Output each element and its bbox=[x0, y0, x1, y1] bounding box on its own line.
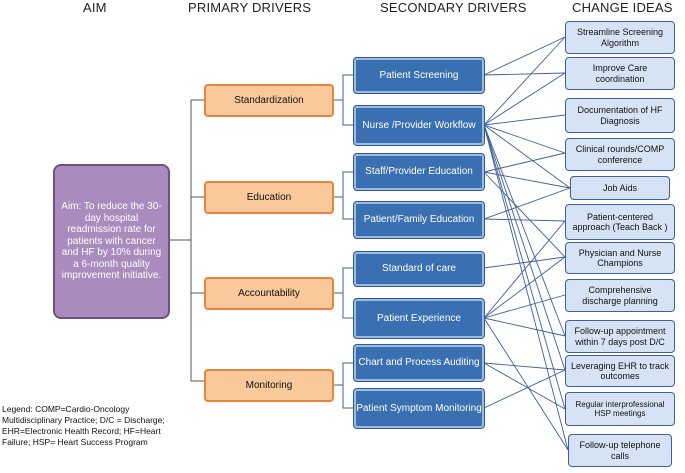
change-idea-label: Follow-up telephone calls bbox=[579, 440, 661, 461]
bracket-line bbox=[342, 385, 354, 409]
bracket-line bbox=[334, 362, 354, 386]
link-line bbox=[483, 152, 566, 173]
bracket-line bbox=[334, 74, 354, 101]
change-idea-streamline-screening: Streamline Screening Algorithm bbox=[565, 21, 675, 54]
link-line bbox=[483, 124, 566, 154]
change-idea-label: Follow-up appointment within 7 days post… bbox=[574, 326, 666, 347]
secondary-driver-patient-screening: Patient Screening bbox=[354, 58, 484, 93]
header-primary-drivers: PRIMARY DRIVERS bbox=[188, 0, 312, 15]
link-line bbox=[483, 220, 566, 319]
secondary-driver-label: Staff/Provider Education bbox=[365, 166, 473, 178]
change-idea-physician-nurse-champions: Physician and Nurse Champions bbox=[565, 242, 675, 274]
change-idea-follow-up-telephone: Follow-up telephone calls bbox=[568, 434, 672, 467]
link-line bbox=[483, 362, 566, 410]
primary-driver-accountability: Accountability bbox=[204, 277, 334, 310]
primary-secondary-brackets bbox=[334, 74, 354, 409]
change-idea-label: Documentation of HF Diagnosis bbox=[577, 105, 663, 126]
aim-box: Aim: To reduce the 30-day hospital readm… bbox=[53, 164, 170, 319]
link-line bbox=[483, 294, 566, 319]
secondary-driver-patient-symptom-monitoring: Patient Symptom Monitoring bbox=[354, 389, 484, 428]
secondary-driver-standard-of-care: Standard of care bbox=[354, 252, 484, 286]
change-idea-job-aids: Job Aids bbox=[570, 176, 670, 200]
secondary-driver-label: Patient/Family Education bbox=[363, 214, 475, 226]
header-aim: AIM bbox=[83, 0, 107, 15]
link-line bbox=[483, 187, 571, 220]
change-idea-label: Regular interprofessional HSP meetings bbox=[575, 399, 665, 418]
secondary-driver-label: Patient Screening bbox=[379, 69, 459, 81]
change-idea-label: Comprehensive discharge planning bbox=[582, 285, 658, 306]
primary-driver-standardization: Standardization bbox=[204, 84, 334, 117]
change-idea-leveraging-ehr: Leveraging EHR to track outcomes bbox=[565, 355, 675, 387]
change-idea-clinical-rounds: Clinical rounds/COMP conference bbox=[565, 138, 675, 171]
link-line bbox=[483, 256, 566, 319]
link-line bbox=[483, 72, 566, 126]
secondary-driver-label: Standard of care bbox=[382, 263, 456, 275]
link-line bbox=[483, 36, 566, 76]
change-idea-follow-up-appointment: Follow-up appointment within 7 days post… bbox=[565, 320, 675, 353]
secondary-change-links bbox=[483, 36, 571, 451]
aim-primary-tree bbox=[170, 99, 204, 382]
link-line bbox=[483, 124, 566, 337]
bracket-line bbox=[334, 267, 354, 294]
secondary-driver-patient-experience: Patient Experience bbox=[354, 299, 484, 338]
change-idea-regular-hsp-meetings: Regular interprofessional HSP meetings bbox=[565, 392, 675, 426]
secondary-driver-patient-family-education: Patient/Family Education bbox=[354, 202, 484, 238]
secondary-driver-staff-provider-education: Staff/Provider Education bbox=[354, 154, 484, 190]
bracket-line bbox=[334, 171, 354, 198]
change-idea-label: Clinical rounds/COMP conference bbox=[575, 144, 665, 165]
link-line bbox=[483, 317, 569, 451]
link-line bbox=[483, 124, 569, 451]
primary-driver-label: Standardization bbox=[234, 94, 304, 106]
bracket-line bbox=[342, 293, 354, 319]
legend: Legend: COMP=Cardio-Oncology Multidiscip… bbox=[2, 404, 165, 448]
aim-text: Aim: To reduce the 30-day hospital readm… bbox=[61, 201, 162, 282]
change-idea-patient-centered-approach: Patient-centered approach (Teach Back ) bbox=[565, 204, 675, 240]
primary-driver-label: Monitoring bbox=[245, 379, 293, 391]
header-secondary-drivers: SECONDARY DRIVERS bbox=[380, 0, 527, 15]
primary-driver-education: Education bbox=[204, 181, 334, 214]
link-line bbox=[483, 171, 566, 258]
link-line bbox=[483, 369, 566, 409]
link-line bbox=[483, 256, 566, 269]
secondary-driver-label: Nurse /Provider Workflow bbox=[362, 119, 476, 131]
change-idea-documentation-hf: Documentation of HF Diagnosis bbox=[565, 98, 675, 133]
link-line bbox=[483, 72, 566, 76]
link-line bbox=[483, 171, 571, 189]
secondary-driver-nurse-provider-workflow: Nurse /Provider Workflow bbox=[354, 106, 484, 145]
primary-driver-label: Education bbox=[246, 191, 292, 203]
link-line bbox=[483, 124, 571, 189]
link-line bbox=[483, 36, 566, 126]
change-idea-label: Leveraging EHR to track outcomes bbox=[570, 360, 670, 381]
secondary-driver-label: Patient Experience bbox=[377, 312, 461, 324]
change-idea-improve-care-coordination: Improve Care coordination bbox=[565, 57, 675, 90]
link-line bbox=[483, 218, 566, 222]
change-idea-label: Streamline Screening Algorithm bbox=[576, 27, 664, 48]
link-line bbox=[483, 124, 566, 371]
link-line bbox=[483, 317, 566, 337]
change-idea-label: Patient-centered approach (Teach Back ) bbox=[572, 211, 668, 232]
change-idea-label: Job Aids bbox=[602, 182, 638, 193]
bracket-line bbox=[342, 100, 354, 126]
change-idea-comprehensive-discharge: Comprehensive discharge planning bbox=[565, 279, 675, 312]
change-idea-label: Improve Care coordination bbox=[592, 63, 648, 84]
primary-driver-label: Accountability bbox=[238, 287, 300, 299]
primary-driver-monitoring: Monitoring bbox=[204, 369, 334, 402]
bracket-line bbox=[342, 197, 354, 220]
link-line bbox=[483, 362, 566, 371]
secondary-driver-label: Patient Symptom Monitoring bbox=[356, 402, 482, 414]
header-change-ideas: CHANGE IDEAS bbox=[572, 0, 673, 15]
link-line bbox=[483, 124, 566, 410]
link-line bbox=[483, 114, 566, 126]
change-idea-label: Physician and Nurse Champions bbox=[578, 247, 662, 268]
secondary-driver-chart-process-auditing: Chart and Process Auditing bbox=[354, 345, 484, 381]
secondary-driver-label: Chart and Process Auditing bbox=[358, 357, 480, 369]
